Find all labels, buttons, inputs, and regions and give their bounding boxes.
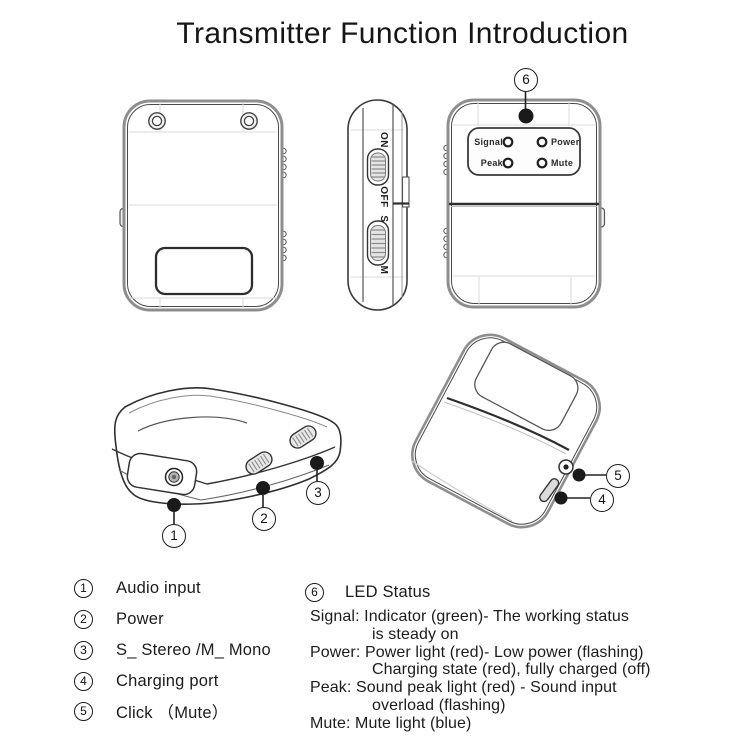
stereo-mono-switch-icon (289, 425, 317, 449)
led-status-description: Signal: Indicator (green)- The working s… (310, 608, 750, 733)
charging-port-icon (539, 478, 560, 503)
power-label: Power (551, 137, 580, 147)
callout-6: 6 (514, 68, 538, 92)
page-title: Transmitter Function Introduction (176, 17, 629, 50)
led-status-line: Peak: Sound peak light (red) - Sound inp… (310, 679, 617, 697)
callout-5: 5 (606, 464, 630, 488)
body-seam-line (446, 396, 570, 451)
signal-label: Signal (474, 137, 503, 147)
led-status-line: Power: Power light (red)- Low power (fla… (310, 643, 644, 661)
legend-item-charging-port: 4 Charging port (74, 671, 219, 691)
audio-jack-icon (164, 467, 184, 487)
callout-leaders (554, 468, 606, 505)
led-panel-icon (467, 127, 581, 176)
callout-6-leader (518, 90, 534, 124)
legend-num-4: 4 (74, 671, 93, 691)
mute-led-icon (536, 157, 548, 169)
legend-num-3: 3 (74, 640, 93, 660)
front-view-drawing (443, 90, 606, 309)
signal-led-icon (502, 136, 514, 148)
callout-1: 1 (162, 524, 186, 548)
callout-2: 2 (252, 507, 276, 531)
power-led-icon (536, 136, 548, 148)
led-status-line: overload (flashing) (372, 696, 506, 714)
callout-3: 3 (306, 481, 330, 505)
legend-label: Charging port (116, 671, 219, 690)
click-mute-button-icon (558, 459, 574, 475)
led-status-line: Charging state (red), fully charged (off… (372, 661, 651, 679)
legend-num-1: 1 (74, 578, 93, 598)
perspective-back-drawing (411, 333, 606, 529)
legend-item-stereo-mono: 3 S_ Stereo /M_ Mono (74, 640, 271, 660)
led-status-line: Mute: Mute light (blue) (310, 714, 472, 732)
callout-leaders (167, 456, 324, 524)
callout-4: 4 (590, 488, 614, 512)
power-switch-icon (245, 451, 273, 475)
switch-label-s: S (378, 215, 389, 223)
back-view-drawing (119, 99, 287, 312)
switch-label-m: M (378, 265, 389, 275)
legend-item-power: 2 Power (74, 609, 164, 629)
legend-num-2: 2 (74, 609, 93, 629)
clip-edge-icon (401, 176, 410, 208)
power-switch-icon (366, 148, 390, 186)
legend-label: Click （Mute） (116, 704, 229, 722)
legend-num-6: 6 (305, 582, 324, 602)
peak-label: Peak (480, 158, 503, 168)
battery-clip-door-icon (154, 246, 254, 296)
led-status-line: is steady on (372, 625, 459, 643)
mute-label: Mute (551, 158, 574, 168)
legend-label: Power (116, 609, 164, 628)
perspective-front-drawing (111, 387, 342, 524)
screw-icon (148, 112, 258, 130)
side-view-drawing (347, 99, 410, 311)
legend-item-audio-input: 1 Audio input (74, 578, 201, 598)
led-status-heading: 6 LED Status (305, 582, 430, 602)
legend-label: Audio input (116, 578, 201, 597)
legend-item-click-mute: 5 Click （Mute） (74, 701, 229, 722)
switch-label-on: ON (378, 132, 389, 148)
top-plate-edge (137, 416, 248, 432)
stereo-mono-switch-icon (366, 220, 390, 266)
legend-label: S_ Stereo /M_ Mono (116, 640, 271, 659)
led-status-line: Signal: Indicator (green)- The working s… (310, 608, 630, 625)
legend-num-5: 5 (74, 701, 93, 721)
led-status-title: LED Status (345, 582, 431, 601)
back-plate-icon (474, 341, 579, 432)
peak-led-icon (502, 157, 514, 169)
